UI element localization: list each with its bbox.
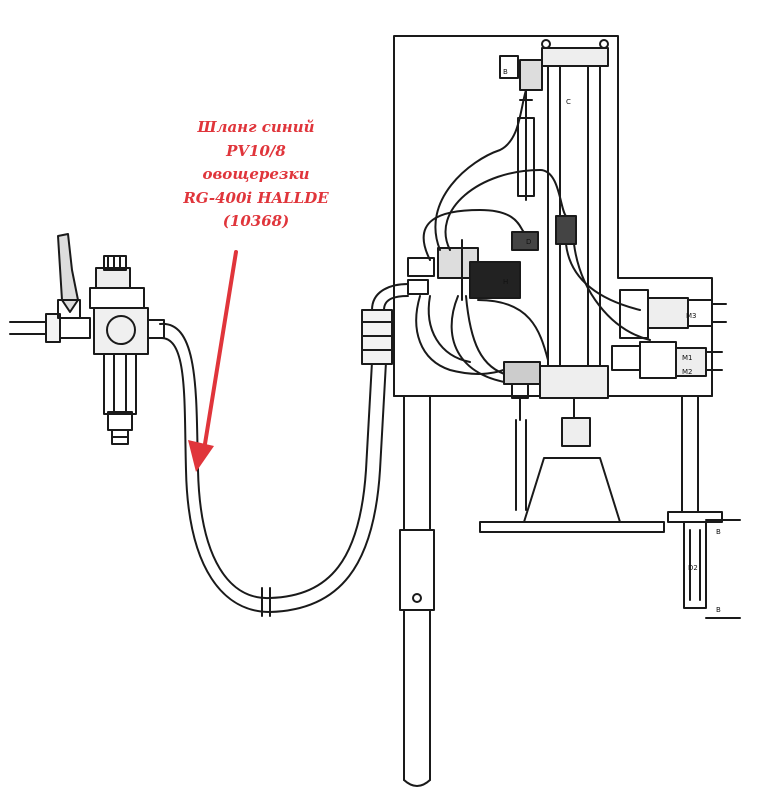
discharge-pipe <box>399 395 435 787</box>
label-m1: M1 <box>682 354 693 362</box>
hose-annotation: Шланг синий PV10/8 овощерезки RG-400i HA… <box>150 116 362 234</box>
air-filter-regulator <box>9 233 165 445</box>
label-b-side1: B <box>716 528 721 536</box>
label-c: C <box>566 98 571 106</box>
label-b-side2: B <box>716 606 721 614</box>
pneumatic-cylinder <box>499 47 609 421</box>
label-m3: M3 <box>686 312 697 320</box>
label-m2: M2 <box>682 368 693 376</box>
hose <box>159 283 409 617</box>
valve-block <box>407 89 651 421</box>
annotation-line-2: PV10/8 <box>226 141 286 160</box>
electrical-connectors <box>611 289 727 379</box>
annotation-line-1: Шланг синий <box>197 118 315 136</box>
label-d: D <box>526 238 531 246</box>
annotation-line-4: RG-400i HALLDE <box>183 188 329 207</box>
label-b-top: B <box>503 68 508 76</box>
label-h: H <box>503 278 508 286</box>
diagram-labels: B C D H M3 M1 M2 B B D2 <box>503 68 721 614</box>
annotation-line-3: овощерезки <box>202 165 310 183</box>
machine-base <box>479 395 741 619</box>
callout-arrow <box>188 250 238 472</box>
label-d2: D2 <box>688 564 698 572</box>
annotation-line-5: (10368) <box>222 212 290 230</box>
